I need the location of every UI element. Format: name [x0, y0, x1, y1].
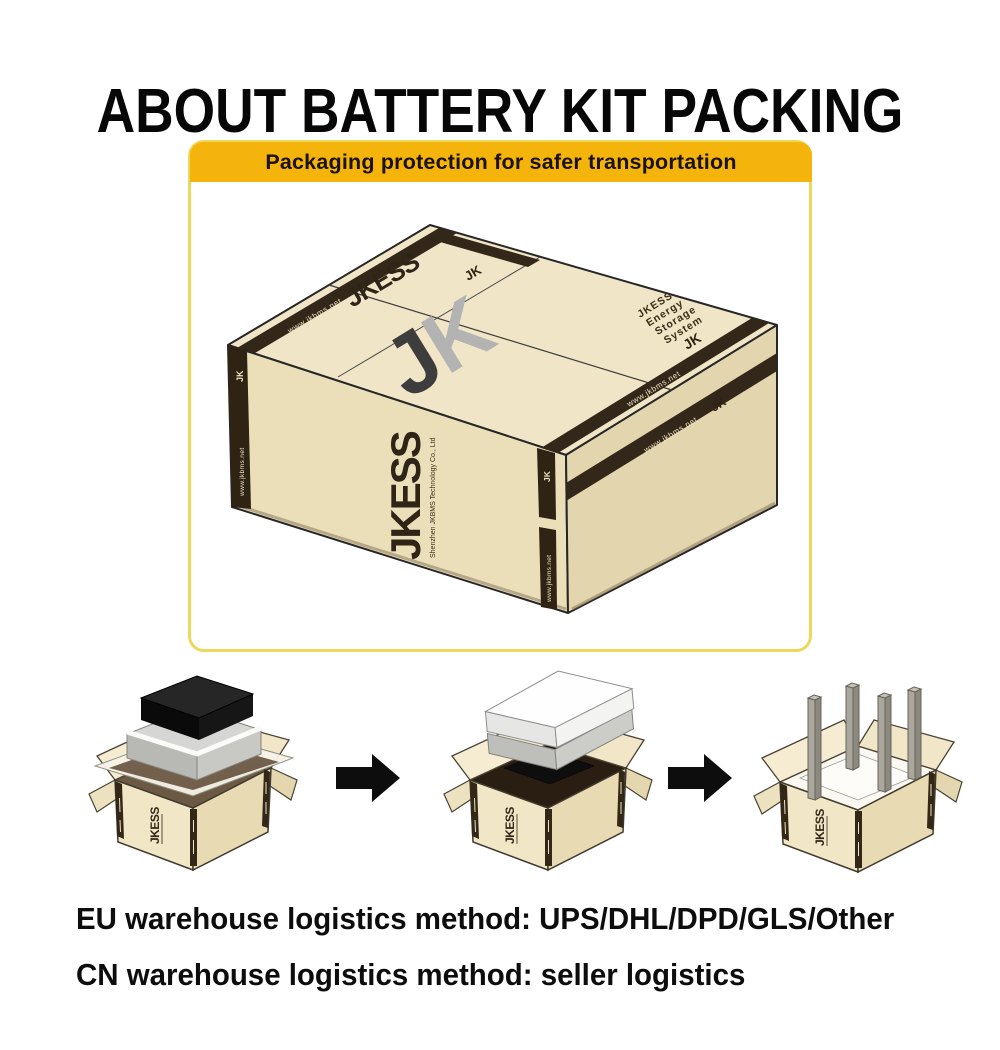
battery-slab-side — [199, 694, 253, 740]
white-lid-top — [484, 670, 634, 729]
corner-protector-bar — [906, 686, 923, 781]
packing-tape — [541, 318, 769, 453]
arrow-right-icon — [336, 754, 400, 802]
top-seam — [328, 284, 673, 391]
jkess-logo-front: JKESS Shenzhen JKBMS Technology Co., Ltd — [382, 431, 437, 560]
jk-tape-logo-group: JK — [235, 370, 245, 382]
battery-slab-top — [139, 675, 255, 719]
shadow-edge — [235, 503, 567, 611]
battery-slab-side — [141, 698, 199, 740]
banner-label: Packaging protection for safer transport… — [265, 149, 737, 174]
jk-tape-logo: JK — [542, 470, 552, 482]
panel-header-banner: Packaging protection for safer transport… — [190, 142, 812, 182]
step2-carton-lid — [443, 670, 653, 871]
tape-website-group: www.jkbms.net — [546, 555, 553, 603]
tape-website-text: www.jkbms.net — [546, 555, 553, 603]
corner-protector-bar — [806, 694, 823, 801]
packing-tape — [433, 233, 540, 267]
corner-protector-bar — [876, 692, 893, 793]
packing-tape — [566, 353, 777, 501]
jk-tape-logo: JK — [680, 330, 704, 353]
page-title: ABOUT BATTERY KIT PACKING — [96, 76, 904, 146]
cn-logistics-text: CN warehouse logistics method: seller lo… — [76, 957, 746, 992]
tape-website-group: www.jkbms.net — [239, 447, 246, 497]
jk-tape-logo-group: JK — [542, 470, 552, 482]
packing-tape — [237, 228, 457, 353]
jk-tape-logo: JK — [235, 370, 245, 382]
eu-logistics-text: EU warehouse logistics method: UPS/DHL/D… — [76, 901, 895, 936]
main-carton-illustration: www.jkbms.net JK JKESS www.jkbms.net JK … — [227, 224, 778, 614]
packing-tape — [537, 448, 556, 520]
shadow-edge — [571, 501, 776, 611]
step3-carton-corner-protectors — [753, 682, 963, 873]
company-text: Shenzhen JKBMS Technology Co., Ltd — [430, 437, 437, 558]
corner-protector-bar — [844, 682, 861, 771]
packing-tape — [539, 527, 557, 610]
jk-tape-logo: JK — [708, 394, 729, 414]
step1-carton-foam-battery — [88, 675, 298, 871]
white-sheet-layer — [126, 725, 262, 757]
packing-tape — [228, 345, 251, 509]
corner-protectors — [806, 682, 923, 801]
arrow-right-icon — [668, 754, 732, 802]
foam-lid-assembly — [484, 670, 635, 771]
tape-website-text: www.jkbms.net — [239, 447, 246, 497]
top-seam — [337, 256, 541, 378]
jkess-logo-text: JKESS — [382, 431, 429, 560]
